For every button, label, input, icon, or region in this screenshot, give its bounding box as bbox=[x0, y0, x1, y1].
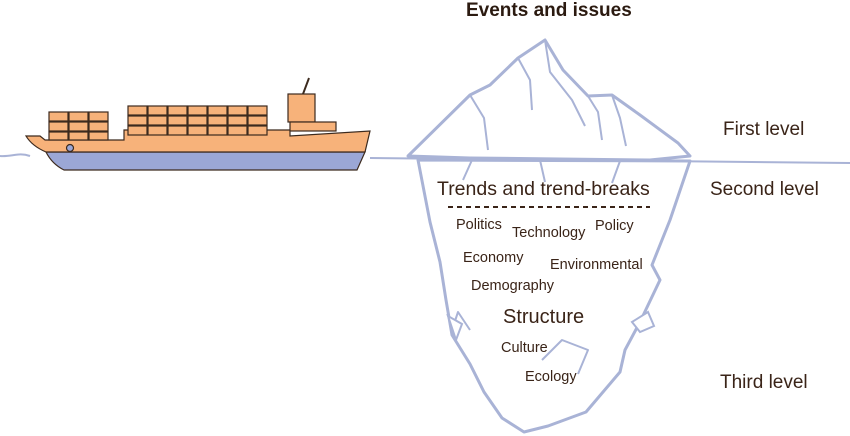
keyword-technology: Technology bbox=[512, 225, 586, 241]
structure-label: Structure bbox=[503, 306, 585, 328]
front-containers bbox=[48, 111, 109, 141]
bridge-deck bbox=[289, 121, 337, 132]
trends-label: Trends and trend-breaks bbox=[437, 178, 650, 200]
ship-body bbox=[24, 129, 371, 153]
keyword-policy: Policy bbox=[595, 218, 634, 234]
diagram-title: Events and issues bbox=[466, 0, 632, 21]
ship-mast bbox=[302, 77, 310, 95]
ice-shard bbox=[630, 310, 656, 334]
iceberg-underwater bbox=[416, 158, 692, 434]
keyword-environmental: Environmental bbox=[550, 257, 643, 273]
ship-bridge bbox=[287, 93, 316, 123]
main-containers bbox=[127, 105, 268, 136]
keyword-politics: Politics bbox=[456, 217, 502, 233]
porthole bbox=[65, 143, 75, 153]
first-level-label: First level bbox=[723, 119, 805, 140]
keyword-ecology: Ecology bbox=[525, 369, 577, 385]
ship-hull bbox=[45, 151, 366, 171]
cargo-ship bbox=[24, 77, 371, 171]
iceberg-tip bbox=[406, 38, 692, 162]
keyword-demography: Demography bbox=[471, 278, 555, 294]
keyword-economy: Economy bbox=[463, 250, 524, 266]
keyword-culture: Culture bbox=[501, 340, 548, 356]
second-level-label: Second level bbox=[710, 179, 819, 200]
ice-shard bbox=[446, 313, 464, 343]
third-level-label: Third level bbox=[720, 372, 808, 393]
